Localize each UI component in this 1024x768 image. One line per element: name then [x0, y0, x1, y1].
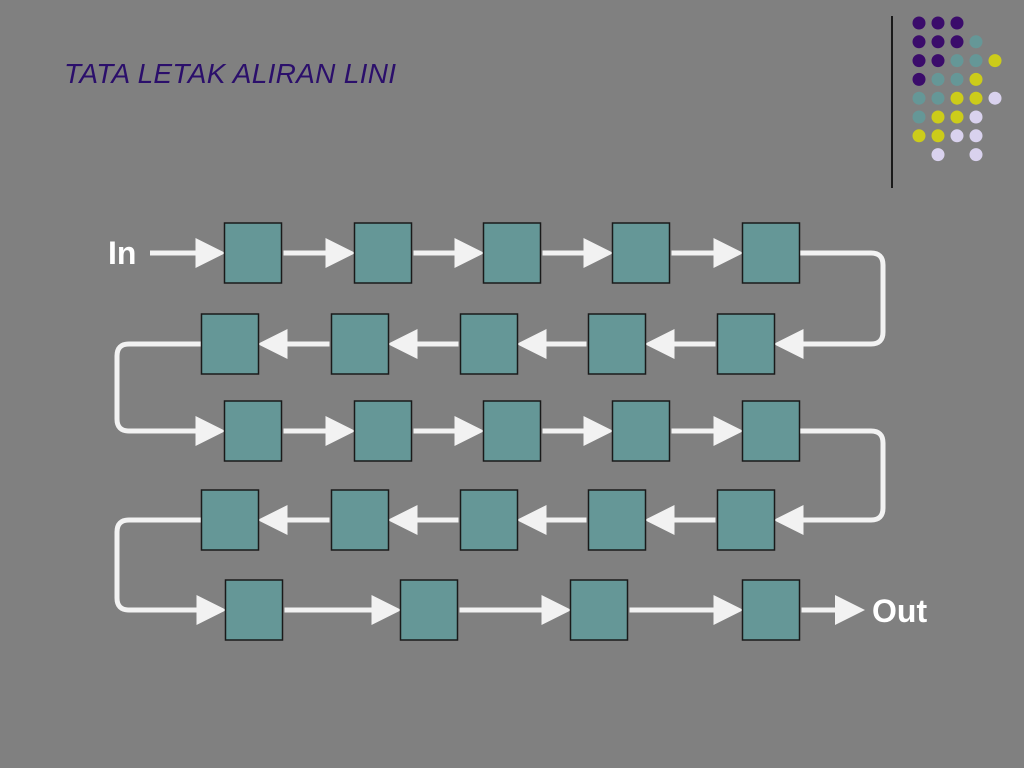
decorative-dot-teal	[931, 72, 945, 86]
decorative-dot-lavender	[969, 129, 983, 143]
work-station	[741, 579, 801, 641]
u-turn-connector-right	[773, 250, 886, 359]
work-station	[569, 579, 629, 641]
decorative-dot-lavender	[931, 148, 945, 162]
decorative-dot-yellow	[969, 91, 983, 105]
decorative-dot-purple	[931, 54, 945, 68]
decorative-dot-purple	[950, 35, 964, 49]
work-station	[330, 489, 390, 551]
input-label: In	[108, 235, 136, 271]
decorative-dot-yellow	[931, 110, 945, 124]
work-station	[200, 489, 260, 551]
decorative-dot-purple	[931, 16, 945, 30]
decorative-dot-teal	[950, 54, 964, 68]
decorative-dot-yellow	[988, 54, 1002, 68]
work-station	[611, 400, 671, 462]
decorative-dot-purple	[912, 16, 926, 30]
work-station	[353, 222, 413, 284]
decorative-dot-yellow	[912, 129, 926, 143]
decorative-dot-lavender	[950, 129, 964, 143]
work-station	[353, 400, 413, 462]
work-station	[459, 313, 519, 375]
u-turn-connector-left	[114, 341, 226, 446]
decorative-dot-yellow	[950, 91, 964, 105]
decorative-dot-lavender	[969, 110, 983, 124]
decorative-dot-teal	[931, 91, 945, 105]
work-station	[399, 579, 459, 641]
work-station	[459, 489, 519, 551]
decorative-dot-lavender	[988, 91, 1002, 105]
work-station	[741, 222, 801, 284]
decorative-dot-teal	[969, 54, 983, 68]
decorative-dot-teal	[969, 35, 983, 49]
decorative-dot-yellow	[931, 129, 945, 143]
work-station	[611, 222, 671, 284]
work-station	[741, 400, 801, 462]
decorative-dot-lavender	[969, 148, 983, 162]
work-station	[223, 222, 283, 284]
slide-title: TATA LETAK ALIRAN LINI	[64, 58, 397, 89]
work-station	[330, 313, 390, 375]
work-station	[716, 489, 776, 551]
work-station	[224, 579, 284, 641]
decorative-dot-pattern	[891, 16, 1002, 188]
decorative-dot-yellow	[969, 72, 983, 86]
work-station	[482, 222, 542, 284]
u-turn-connector-left	[114, 517, 227, 625]
u-turn-connector-right	[773, 428, 886, 535]
decorative-dot-yellow	[950, 110, 964, 124]
output-label: Out	[872, 593, 927, 629]
work-station	[587, 313, 647, 375]
decorative-dot-purple	[912, 72, 926, 86]
work-station	[716, 313, 776, 375]
work-station	[587, 489, 647, 551]
decorative-dot-teal	[950, 72, 964, 86]
work-station	[482, 400, 542, 462]
work-station	[223, 400, 283, 462]
decorative-dot-purple	[950, 16, 964, 30]
decorative-dot-teal	[912, 110, 926, 124]
decorative-dot-purple	[931, 35, 945, 49]
decorative-dot-purple	[912, 54, 926, 68]
decorative-dot-purple	[912, 35, 926, 49]
decorative-dot-teal	[912, 91, 926, 105]
work-station	[200, 313, 260, 375]
